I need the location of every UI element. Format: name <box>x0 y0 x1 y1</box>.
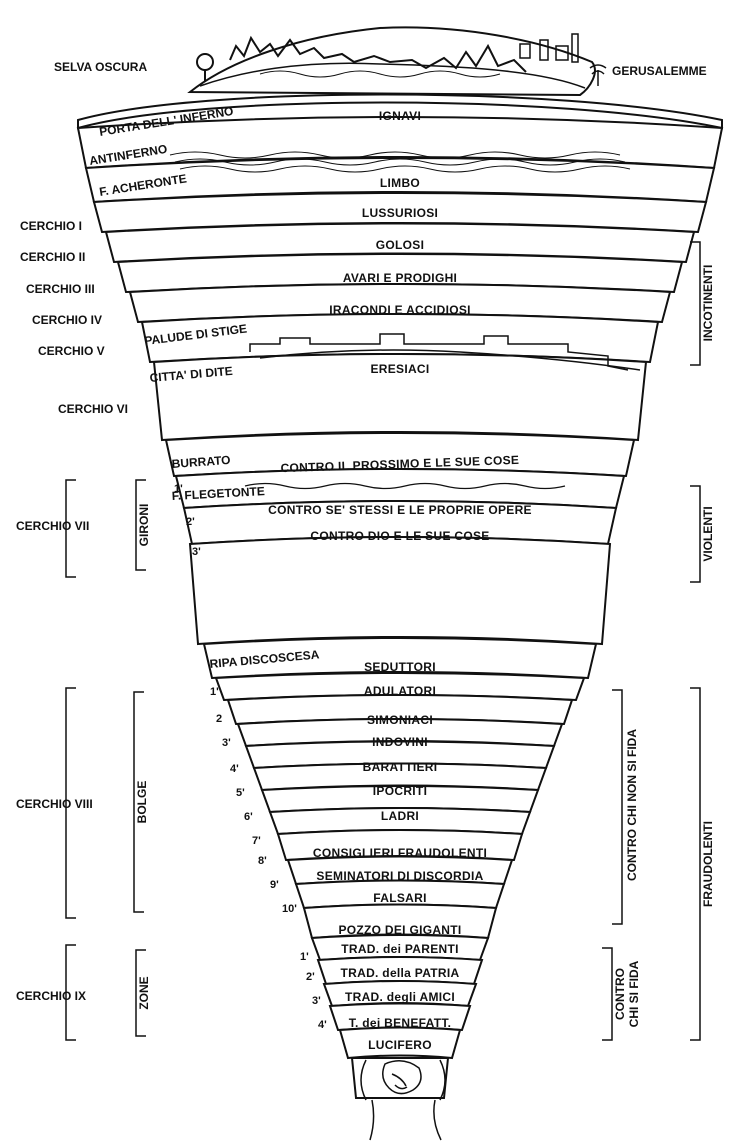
band-label-13: SIMONIACI <box>367 713 433 727</box>
circle-7-label: CERCHIO VII <box>16 519 90 533</box>
girone-number-1: 1' <box>174 483 183 495</box>
bolgia-number-5: 5' <box>236 787 245 799</box>
band-label-6: IRACONDI E ACCIDIOSI <box>329 303 471 317</box>
circle-2-label: CERCHIO II <box>20 250 86 264</box>
band-label-3: LUSSURIOSI <box>362 206 438 220</box>
band-label-11: SEDUTTORI <box>364 660 436 674</box>
band-label-21: POZZO DEI GIGANTI <box>338 923 461 937</box>
band-label-26: LUCIFERO <box>368 1038 432 1052</box>
band-label-15: BARATTIERI <box>363 760 438 774</box>
band-label-12: ADULATORI <box>364 684 436 698</box>
band-label-23: TRAD. della PATRIA <box>341 966 460 980</box>
contro-fida-bracket <box>602 947 613 1041</box>
top-right-label: GERUSALEMME <box>612 64 707 78</box>
bolgia-number-7: 7' <box>252 835 261 847</box>
girone-number-2: 2' <box>186 516 195 528</box>
incotinenti-label: INCOTINENTI <box>701 265 715 342</box>
circle-4-label: CERCHIO IV <box>32 313 103 327</box>
band-label-7: ERESIACI <box>370 362 429 376</box>
bolge-bracket <box>133 691 144 913</box>
band-12 <box>188 536 612 646</box>
band-label-22: TRAD. dei PARENTI <box>341 942 459 956</box>
circle-8-label: CERCHIO VIII <box>16 797 93 811</box>
band-label-19: SEMINATORI DI DISCORDIA <box>316 869 483 883</box>
girone-number-3: 3' <box>192 546 201 558</box>
zone-number-4: 4' <box>318 1019 327 1031</box>
zone-bracket <box>135 949 146 1037</box>
violenti-bracket <box>690 485 701 583</box>
contro-fida-label-1: CONTRO <box>613 968 627 1020</box>
lucifer-figure <box>360 1059 446 1141</box>
band-label-5: AVARI E PRODIGHI <box>343 271 457 285</box>
circle-6-label: CERCHIO VI <box>58 402 129 416</box>
contro-non-fida-label: CONTRO CHI NON SI FIDA <box>625 729 639 881</box>
circle-3-label: CERCHIO III <box>26 282 95 296</box>
fraudolenti-label: FRAUDOLENTI <box>701 821 715 907</box>
gironi-bracket <box>135 479 146 571</box>
band-label-20: FALSARI <box>373 891 426 905</box>
flegetonte-stream <box>244 482 566 490</box>
zone-number-2: 2' <box>306 971 315 983</box>
circle-9-bracket <box>65 944 76 1041</box>
band-label-1: IGNAVI <box>379 109 421 123</box>
bolgia-number-10: 10' <box>282 903 297 915</box>
bolge-label: BOLGE <box>135 781 149 824</box>
place-label-6: BURRATO <box>171 453 231 471</box>
circle-5-label: CERCHIO V <box>38 344 105 358</box>
band-label-2: LIMBO <box>380 176 420 190</box>
circle-7-bracket <box>65 479 76 578</box>
band-29 <box>338 1026 462 1060</box>
incotinenti-bracket <box>690 241 701 366</box>
bolgia-number-1: 1' <box>210 686 219 698</box>
zone-label: ZONE <box>137 976 151 1009</box>
bolgia-number-6: 6' <box>244 811 253 823</box>
bolgia-number-2: 2 <box>216 713 222 725</box>
top-left-label: SELVA OSCURA <box>54 60 148 74</box>
acheronte-river <box>169 151 631 173</box>
band-label-9: CONTRO SE' STESSI E LE PROPRIE OPERE <box>268 503 532 517</box>
circle-9-label: CERCHIO IX <box>16 989 87 1003</box>
band-label-16: IPOCRITI <box>373 784 427 798</box>
city-of-dis-walls <box>249 333 641 371</box>
band-label-14: INDOVINI <box>372 735 428 749</box>
band-label-24: TRAD. degli AMICI <box>345 990 455 1004</box>
contro-fida-label-2: CHI SI FIDA <box>627 960 641 1027</box>
contro-non-fida-bracket <box>612 689 623 925</box>
bolgia-number-9: 9' <box>270 879 279 891</box>
circle-1-label: CERCHIO I <box>20 219 83 233</box>
violenti-label: VIOLENTI <box>701 506 715 561</box>
band-label-18: CONSIGLIERI FRAUDOLENTI <box>313 846 487 860</box>
zone-number-3: 3' <box>312 995 321 1007</box>
band-label-25: T. dei BENEFATT. <box>349 1016 452 1030</box>
fraudolenti-bracket <box>690 687 701 1041</box>
surface-landscape <box>187 26 607 97</box>
zone-number-1: 1' <box>300 951 309 963</box>
band-label-17: LADRI <box>381 809 419 823</box>
band-label-4: GOLOSI <box>376 238 424 252</box>
bolgia-number-8: 8' <box>258 855 267 867</box>
circle-8-bracket <box>65 687 76 919</box>
place-label-7: F. FLEGETONTE <box>171 484 265 503</box>
bolgia-number-3: 3' <box>222 737 231 749</box>
circle-bands <box>76 116 724 1099</box>
band-label-10: CONTRO DIO E LE SUE COSE <box>310 529 489 543</box>
bolgia-number-4: 4' <box>230 763 239 775</box>
gironi-label: GIRONI <box>137 504 151 547</box>
